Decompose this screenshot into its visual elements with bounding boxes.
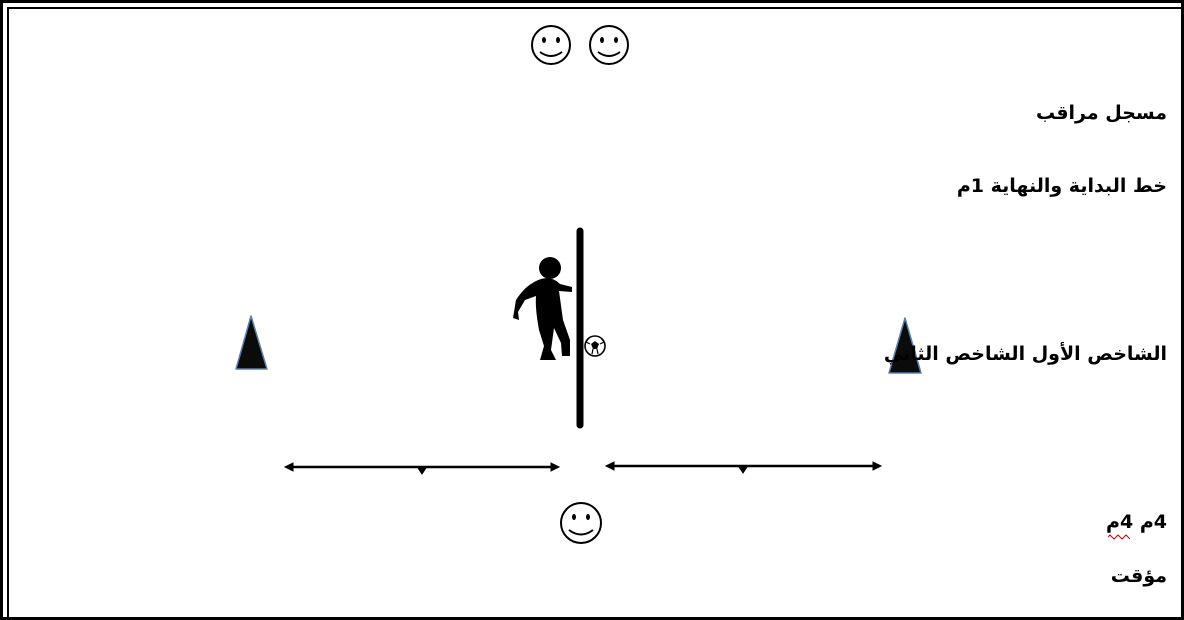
timer-label: مؤقت [1111,565,1167,587]
spellcheck-underline [1108,534,1130,540]
observer-label: مسجل مراقب [1036,102,1167,124]
right-distance-arrow [606,462,881,473]
soccer-ball-icon [585,336,605,356]
observer-face-2-icon [590,26,628,64]
distance-label: 4م 4م [1106,511,1167,533]
left-distance-arrow [285,463,559,474]
first-marker-cone-icon [236,316,267,369]
timer-face-icon [561,503,601,543]
markers-label: الشاخص الأول الشاخص الثاني [884,343,1167,365]
player-silhouette-icon [513,257,572,360]
start-finish-line-label: خط البداية والنهاية 1م [957,175,1167,197]
observer-face-1-icon [532,26,570,64]
